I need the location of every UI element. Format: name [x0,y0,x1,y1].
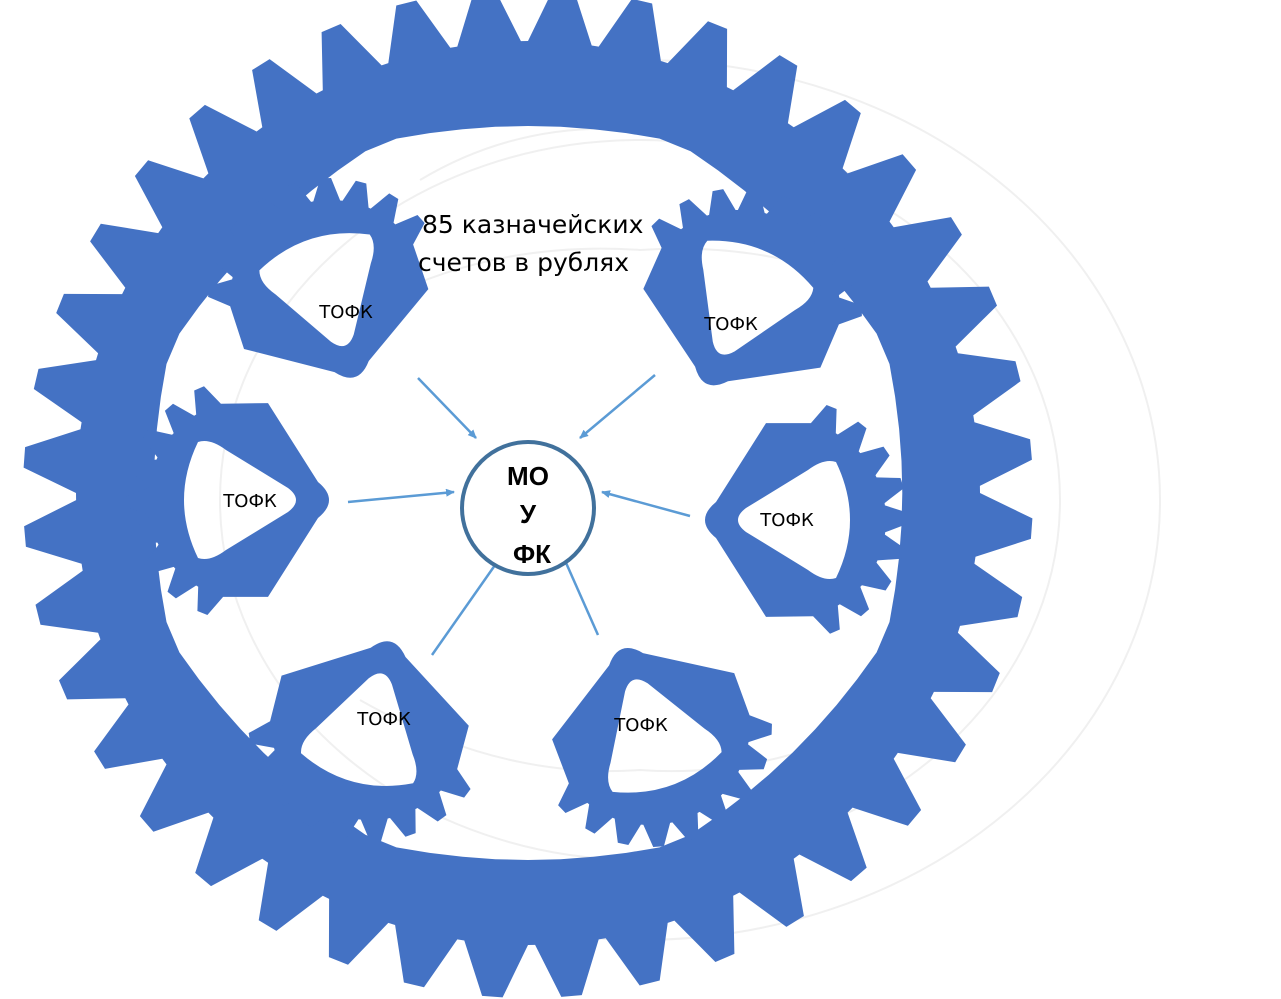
satellite-label-1: ТОФК [318,302,373,323]
arrow-3 [348,492,454,502]
arrow-2 [580,375,655,438]
center-node-label-2: У [520,499,537,529]
arrow-5 [432,558,500,655]
satellite-label-2: ТОФК [703,314,758,335]
arrow-1 [418,378,476,438]
center-node-label-3: ФК [513,539,551,569]
satellite-label-3: ТОФК [222,491,277,512]
satellite-label-5: ТОФК [356,709,411,730]
arrow-6 [563,556,598,635]
caption-line-1: 85 казначейских [422,210,643,239]
satellite-label-4: ТОФК [759,510,814,531]
caption-line-2: счетов в рублях [418,248,629,277]
center-node-label-1: МО [507,461,549,491]
arrow-4 [602,492,690,516]
satellite-label-6: ТОФК [613,715,668,736]
